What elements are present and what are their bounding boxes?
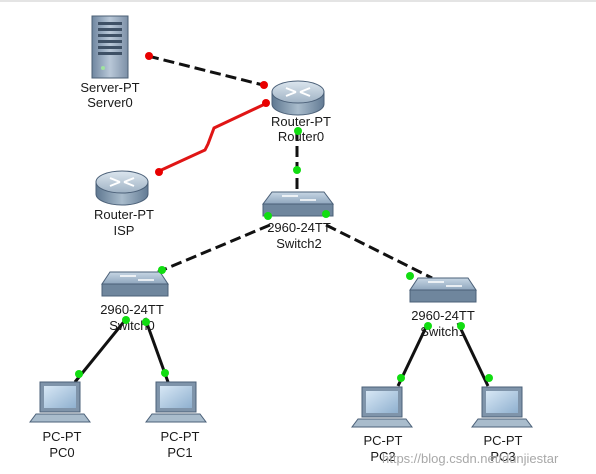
switch1-name-label: Switch1: [420, 324, 466, 339]
port-light-isp: [155, 168, 163, 176]
port-light-router0-to-server: [260, 81, 268, 89]
link-router0-isp[interactable]: [156, 102, 266, 174]
server-icon: [91, 15, 129, 79]
device-switch2[interactable]: 2960-24TT Switch2: [262, 191, 334, 251]
switch-icon: [101, 271, 169, 297]
port-light-switch0-to-pc1: [142, 318, 150, 326]
pc-icon: [351, 386, 413, 428]
port-light-server0: [145, 52, 153, 60]
port-light-switch1-to-pc3: [457, 322, 465, 330]
link-switch2-switch0[interactable]: [157, 223, 271, 274]
server0-name-label: Server0: [87, 95, 133, 110]
port-light-switch2-to-switch0: [264, 212, 272, 220]
router-icon: [271, 80, 325, 116]
device-switch1[interactable]: 2960-24TT Switch1: [409, 277, 477, 339]
port-lights-layer: [75, 52, 493, 382]
router-icon: [95, 170, 149, 206]
link-switch2-switch1[interactable]: [325, 223, 433, 280]
port-light-switch1-to-switch2: [406, 272, 414, 280]
pc1-type-label: PC-PT: [161, 429, 200, 444]
pc0-name-label: PC0: [49, 445, 74, 460]
pc2-type-label: PC-PT: [364, 433, 403, 448]
pc3-name-label: PC3: [490, 449, 515, 464]
port-light-pc2: [397, 374, 405, 382]
device-router0[interactable]: Router-PT Router0: [271, 80, 331, 144]
pc2-name-label: PC2: [370, 449, 395, 464]
device-pc3[interactable]: PC-PT PC3: [471, 386, 533, 464]
port-light-pc3: [485, 374, 493, 382]
router0-name-label: Router0: [278, 129, 324, 144]
port-light-switch2-to-switch1: [322, 210, 330, 218]
pc-icon: [471, 386, 533, 428]
link-server0-router0[interactable]: [147, 54, 268, 88]
port-light-pc1: [161, 369, 169, 377]
port-light-router0-to-isp: [262, 99, 270, 107]
device-server0[interactable]: Server-PT Server0: [80, 15, 140, 110]
switch1-type-label: 2960-24TT: [411, 308, 475, 323]
isp-name-label: ISP: [114, 223, 135, 238]
pc-icon: [145, 381, 207, 423]
switch-icon: [262, 191, 334, 217]
link-switch0-pc0[interactable]: [73, 317, 129, 383]
server0-type-label: Server-PT: [80, 80, 139, 95]
device-pc0[interactable]: PC-PT PC0: [29, 381, 91, 460]
device-switch0[interactable]: 2960-24TT Switch0: [100, 271, 169, 333]
links-layer: [73, 54, 490, 387]
device-pc2[interactable]: PC-PT PC2: [351, 386, 413, 464]
switch0-type-label: 2960-24TT: [100, 302, 164, 317]
pc3-type-label: PC-PT: [484, 433, 523, 448]
router0-type-label: Router-PT: [271, 114, 331, 129]
pc1-name-label: PC1: [167, 445, 192, 460]
device-isp[interactable]: Router-PT ISP: [94, 170, 154, 238]
pc0-type-label: PC-PT: [43, 429, 82, 444]
port-light-router0-to-switch2: [294, 127, 302, 135]
port-light-switch0-to-switch2: [158, 266, 166, 274]
switch2-name-label: Switch2: [276, 236, 322, 251]
link-switch1-pc3[interactable]: [456, 322, 490, 387]
pc-icon: [29, 381, 91, 423]
port-light-switch0-to-pc0: [122, 316, 130, 324]
switch-icon: [409, 277, 477, 303]
switch2-type-label: 2960-24TT: [267, 220, 331, 235]
port-light-pc0: [75, 370, 83, 378]
port-light-switch2-to-router0: [293, 166, 301, 174]
device-pc1[interactable]: PC-PT PC1: [145, 381, 207, 460]
isp-type-label: Router-PT: [94, 207, 154, 222]
watermark-text: https://blog.csdn.net/dunjiestar: [382, 451, 559, 466]
port-light-switch1-to-pc2: [424, 322, 432, 330]
